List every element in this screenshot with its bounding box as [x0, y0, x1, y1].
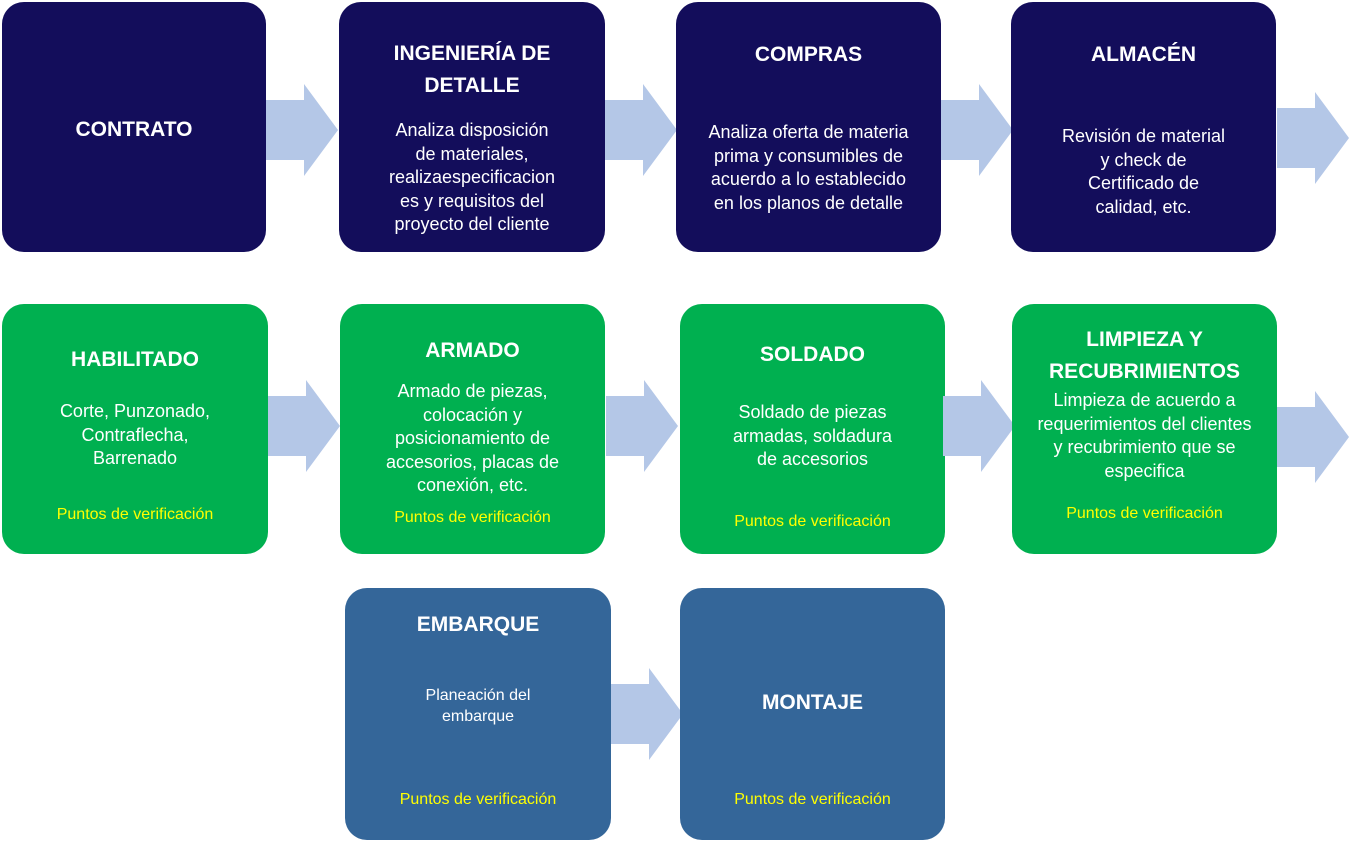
step-description: Revisión de material y check de Certific… [1061, 126, 1226, 217]
step-compras: COMPRAS Analiza oferta de materia prima … [676, 2, 941, 252]
step-description: Corte, Punzonado, Contraflecha, Barrenad… [59, 401, 211, 468]
arrow-right-icon [266, 84, 338, 176]
arrow-right-icon [606, 380, 678, 472]
step-limpieza-y-recubrimientos: LIMPIEZA Y RECUBRIMIENTOS Limpieza de ac… [1012, 304, 1277, 554]
step-description: Planeación del embarque [425, 687, 531, 725]
step-title: MONTAJE [761, 691, 864, 714]
arrow-right-icon [605, 84, 677, 176]
arrow-right-icon [943, 380, 1015, 472]
verification-points-label: Puntos de verificación [56, 506, 214, 523]
step-habilitado: HABILITADO Corte, Punzonado, Contraflech… [2, 304, 268, 554]
arrow-right-icon [611, 668, 683, 760]
step-title: HABILITADO [71, 348, 199, 371]
step-description: Armado de piezas, colocación y posiciona… [385, 381, 560, 495]
step-embarque: EMBARQUE Planeación del embarque Puntos … [345, 588, 611, 840]
step-description: Analiza disposición de materiales, reali… [388, 120, 556, 234]
step-montaje: MONTAJE Puntos de verificación [680, 588, 945, 840]
step-description: Analiza oferta de materia prima y consum… [708, 122, 909, 213]
verification-points-label: Puntos de verificación [394, 509, 551, 526]
step-title: SOLDADO [760, 343, 865, 366]
step-description: Limpieza de acuerdo a requerimientos del… [1037, 390, 1252, 481]
step-title: CONTRATO [75, 118, 193, 141]
step-ingenieria-de-detalle: INGENIERÍA DE DETALLE Analiza disposició… [339, 2, 605, 252]
step-armado: ARMADO Armado de piezas, colocación y po… [340, 304, 605, 554]
arrow-right-icon [1277, 92, 1349, 184]
step-title: EMBARQUE [416, 613, 540, 636]
step-almacen: ALMACÉN Revisión de material y check de … [1011, 2, 1276, 252]
step-contrato: CONTRATO [2, 2, 266, 252]
step-title: LIMPIEZA Y RECUBRIMIENTOS [1049, 328, 1240, 383]
step-title: ALMACÉN [1091, 43, 1196, 66]
arrow-right-icon [1277, 391, 1349, 483]
verification-points-label: Puntos de verificación [399, 791, 557, 808]
step-description: Soldado de piezas armadas, soldadura de … [732, 402, 893, 469]
verification-points-label: Puntos de verificación [734, 791, 891, 808]
step-title: COMPRAS [754, 43, 863, 66]
step-soldado: SOLDADO Soldado de piezas armadas, solda… [680, 304, 945, 554]
verification-points-label: Puntos de verificación [1066, 505, 1223, 522]
arrow-right-icon [268, 380, 340, 472]
arrow-right-icon [941, 84, 1013, 176]
step-title: INGENIERÍA DE DETALLE [393, 42, 551, 97]
verification-points-label: Puntos de verificación [734, 513, 891, 530]
step-title: ARMADO [425, 339, 520, 362]
